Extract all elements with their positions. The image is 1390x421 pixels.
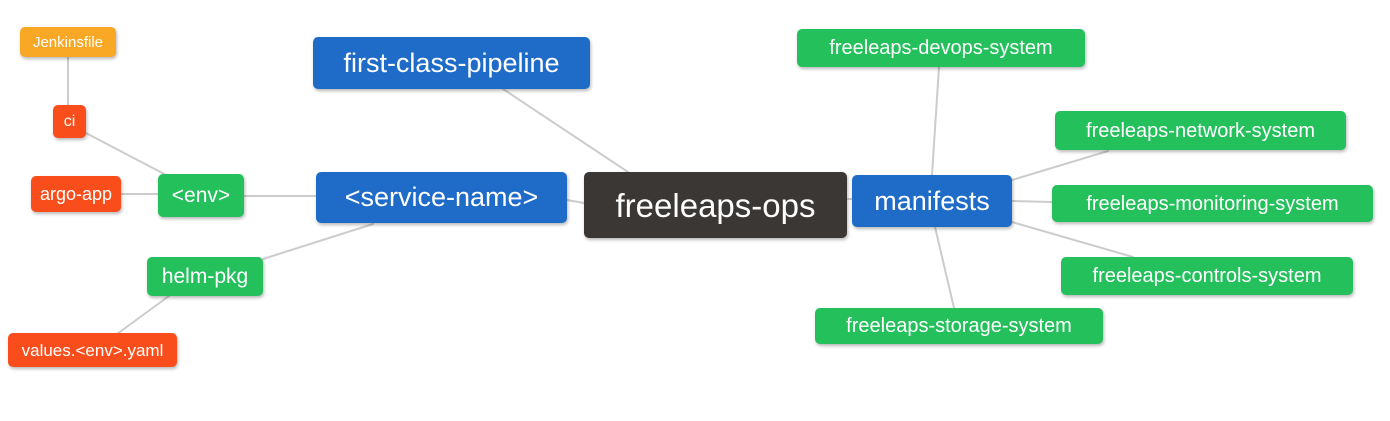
node-service-name[interactable]: <service-name> xyxy=(316,172,567,223)
node-freeleaps-controls-system[interactable]: freeleaps-controls-system xyxy=(1061,257,1353,295)
node-freeleaps-devops-system[interactable]: freeleaps-devops-system xyxy=(797,29,1085,67)
node-values-env-yaml[interactable]: values.<env>.yaml xyxy=(8,333,177,367)
edge-manifests-devops xyxy=(931,66,940,176)
node-freeleaps-network-system[interactable]: freeleaps-network-system xyxy=(1055,111,1346,150)
node-argo-app[interactable]: argo-app xyxy=(31,176,121,212)
node-env[interactable]: <env> xyxy=(158,174,244,217)
node-ci[interactable]: ci xyxy=(53,105,86,138)
edge-pipeline-root xyxy=(502,88,629,173)
edge-helm-pkg-service-name xyxy=(262,223,374,260)
node-root-freeleaps-ops[interactable]: freeleaps-ops xyxy=(584,172,847,238)
edge-service-name-root xyxy=(566,199,585,204)
node-freeleaps-storage-system[interactable]: freeleaps-storage-system xyxy=(815,308,1103,344)
node-helm-pkg[interactable]: helm-pkg xyxy=(147,257,263,296)
edge-manifests-controls xyxy=(1011,221,1134,258)
node-manifests[interactable]: manifests xyxy=(852,175,1012,227)
edge-values-helm-pkg xyxy=(116,295,170,335)
edge-ci-env xyxy=(81,130,171,178)
node-first-class-pipeline[interactable]: first-class-pipeline xyxy=(313,37,590,89)
edge-manifests-storage xyxy=(934,226,955,309)
edge-manifests-network xyxy=(1011,150,1109,181)
node-jenkinsfile[interactable]: Jenkinsfile xyxy=(20,27,116,57)
edge-manifests-monitoring xyxy=(1011,200,1053,203)
node-freeleaps-monitoring-system[interactable]: freeleaps-monitoring-system xyxy=(1052,185,1373,222)
